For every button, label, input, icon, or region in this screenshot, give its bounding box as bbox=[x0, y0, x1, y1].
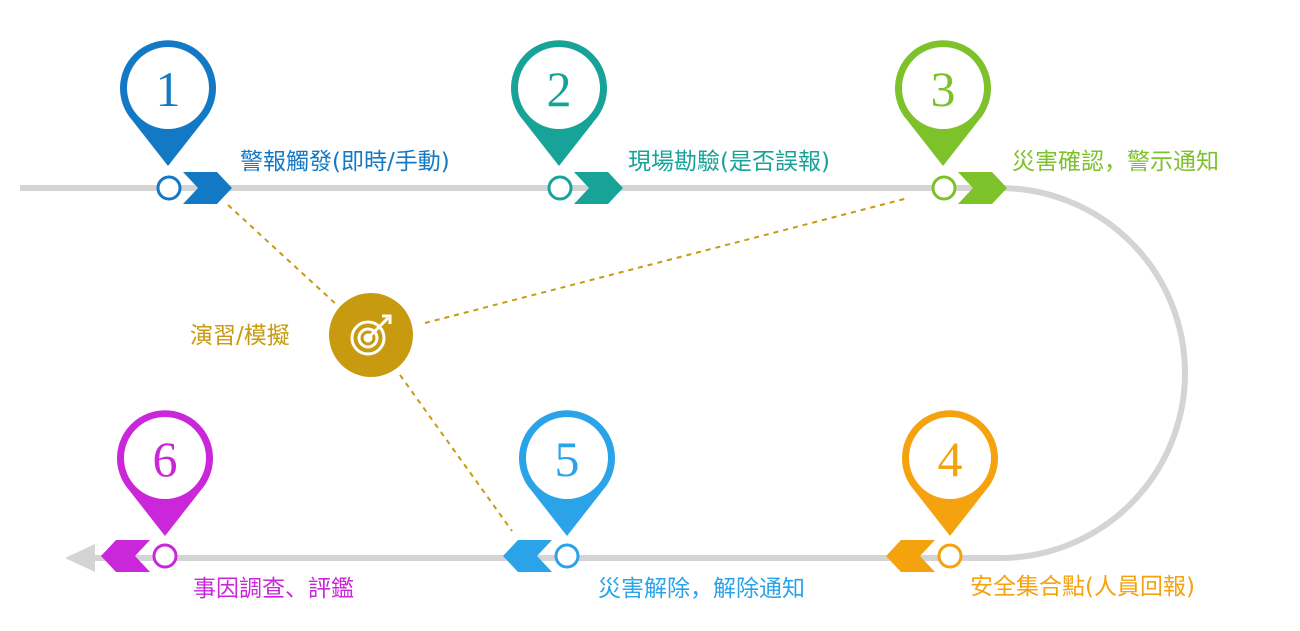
step-number-2: 2 bbox=[547, 61, 572, 117]
step-label-5: 災害解除，解除通知 bbox=[598, 576, 805, 602]
target-icon bbox=[350, 314, 392, 356]
node-ring-6 bbox=[152, 543, 178, 569]
step-5[interactable]: 5 災害解除，解除通知 bbox=[503, 410, 805, 602]
step-label-6: 事因調查、評鑑 bbox=[193, 576, 354, 602]
chevron-right-icon bbox=[590, 172, 623, 204]
chevron-left-icon bbox=[886, 540, 919, 572]
drill-label: 演習/模擬 bbox=[190, 323, 290, 349]
step-label-2: 現場勘驗(是否誤報) bbox=[628, 149, 830, 175]
step-1[interactable]: 1 警報觸發(即時/手動) bbox=[120, 40, 450, 204]
pin-inner-3 bbox=[902, 47, 984, 129]
pin-inner-6 bbox=[124, 417, 206, 499]
track-end-arrow bbox=[65, 544, 95, 572]
drill-link-step3 bbox=[424, 197, 909, 324]
pin-inner-5 bbox=[526, 417, 608, 499]
step-6[interactable]: 6 事因調查、評鑑 bbox=[101, 410, 354, 602]
step-label-1: 警報觸發(即時/手動) bbox=[240, 149, 450, 175]
step-number-6: 6 bbox=[153, 431, 178, 487]
node-ring-3 bbox=[931, 175, 957, 201]
pin-inner-4 bbox=[909, 417, 991, 499]
drill-node[interactable]: 演習/模擬 bbox=[190, 293, 413, 377]
step-2[interactable]: 2 現場勘驗(是否誤報) bbox=[511, 40, 830, 204]
node-ring-1 bbox=[156, 175, 182, 201]
node-ring-5 bbox=[554, 543, 580, 569]
step-number-3: 3 bbox=[931, 61, 956, 117]
track-curve bbox=[999, 185, 1188, 561]
step-number-4: 4 bbox=[938, 431, 963, 487]
node-ring-2 bbox=[547, 175, 573, 201]
drill-link-step1 bbox=[227, 204, 339, 307]
chevron-left-icon bbox=[503, 540, 536, 572]
step-3[interactable]: 3 災害確認，警示通知 bbox=[894, 40, 1219, 204]
process-track bbox=[20, 185, 1188, 561]
drill-links bbox=[227, 197, 909, 532]
step-label-3: 災害確認，警示通知 bbox=[1012, 149, 1219, 175]
pin-inner-1 bbox=[127, 47, 209, 129]
step-number-5: 5 bbox=[555, 431, 580, 487]
chevron-right-icon bbox=[974, 172, 1007, 204]
chevron-right-icon bbox=[199, 172, 232, 204]
step-4[interactable]: 4 安全集合點(人員回報) bbox=[886, 410, 1195, 600]
node-ring-4 bbox=[937, 543, 963, 569]
step-label-4: 安全集合點(人員回報) bbox=[970, 574, 1195, 600]
chevron-left-icon bbox=[101, 540, 134, 572]
drill-link-step5 bbox=[399, 374, 513, 532]
pin-inner-2 bbox=[518, 47, 600, 129]
step-number-1: 1 bbox=[156, 61, 181, 117]
